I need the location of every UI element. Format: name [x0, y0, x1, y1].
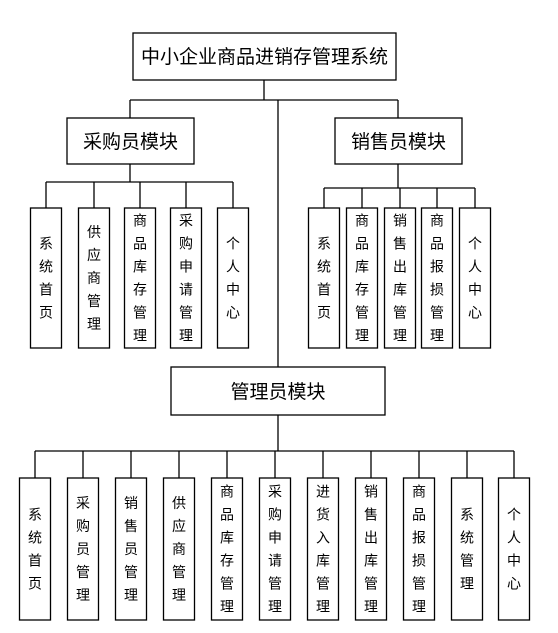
- admin-leaf-label: 商品库存管理: [220, 485, 234, 616]
- admin-leaf-box: [402, 477, 436, 621]
- admin-leaf-box: [306, 477, 340, 621]
- admin-leaf-box: [66, 477, 100, 621]
- admin-leaf-label: 系统管理: [460, 508, 474, 593]
- sales-leaf-box: [383, 207, 417, 349]
- sales-leaf-box: [307, 207, 341, 349]
- purchaser-leaf-box: [216, 207, 250, 349]
- admin-leaf-box: [114, 477, 148, 621]
- admin-leaf-box: [354, 477, 388, 621]
- connector-lines: [34, 80, 515, 478]
- admin-leaf-box: [18, 477, 52, 621]
- sales-leaf-label: 销售出库管理: [393, 214, 407, 345]
- sales-leaf-label: 商品库存管理: [355, 214, 369, 345]
- admin-leaf-label: 供应商管理: [172, 496, 186, 604]
- sales-leaf-box: [345, 207, 379, 349]
- purchaser-leaf-label: 系统首页: [39, 237, 53, 322]
- admin-leaf-box: [210, 477, 244, 621]
- module-box-sales: [334, 117, 463, 165]
- root-box: [132, 32, 397, 81]
- admin-leaf-label: 采购员管理: [76, 496, 90, 604]
- root-label: 中小企业商品进销存管理系统: [141, 46, 388, 68]
- module-label-purchaser: 采购员模块: [83, 131, 178, 153]
- sales-leaf-box: [420, 207, 454, 349]
- purchaser-leaf-label: 采购申请管理: [179, 214, 193, 345]
- sales-leaf-box: [458, 207, 492, 349]
- admin-leaf-label: 销售员管理: [124, 496, 138, 604]
- purchaser-leaf-label: 商品库存管理: [133, 214, 147, 345]
- sales-leaf-label: 个人中心: [468, 237, 482, 322]
- purchaser-leaf-label: 个人中心: [226, 237, 240, 322]
- purchaser-leaf-label: 供应商管理: [87, 225, 101, 333]
- admin-leaf-box: [162, 477, 196, 621]
- purchaser-leaf-box: [169, 207, 203, 349]
- admin-leaf-label: 系统首页: [28, 508, 42, 593]
- admin-leaf-box: [497, 477, 531, 621]
- purchaser-leaf-box: [29, 207, 63, 349]
- purchaser-leaf-box: [77, 207, 111, 349]
- module-box-admin: [170, 366, 386, 416]
- module-label-sales: 销售员模块: [351, 131, 446, 153]
- admin-leaf-label: 个人中心: [507, 508, 521, 593]
- admin-leaf-label: 销售出库管理: [364, 485, 378, 616]
- admin-leaf-label: 商品报损管理: [412, 485, 426, 616]
- admin-leaf-box: [258, 477, 292, 621]
- admin-leaf-label: 进货入库管理: [316, 485, 330, 616]
- leaf-nodes: 系统首页供应商管理商品库存管理采购申请管理个人中心系统首页商品库存管理销售出库管…: [18, 207, 531, 621]
- sales-leaf-label: 商品报损管理: [430, 214, 444, 345]
- module-box-purchaser: [66, 117, 195, 165]
- admin-leaf-label: 采购申请管理: [268, 485, 282, 616]
- sales-leaf-label: 系统首页: [317, 237, 331, 322]
- module-label-admin: 管理员模块: [230, 381, 325, 403]
- purchaser-leaf-box: [123, 207, 157, 349]
- admin-leaf-box: [450, 477, 484, 621]
